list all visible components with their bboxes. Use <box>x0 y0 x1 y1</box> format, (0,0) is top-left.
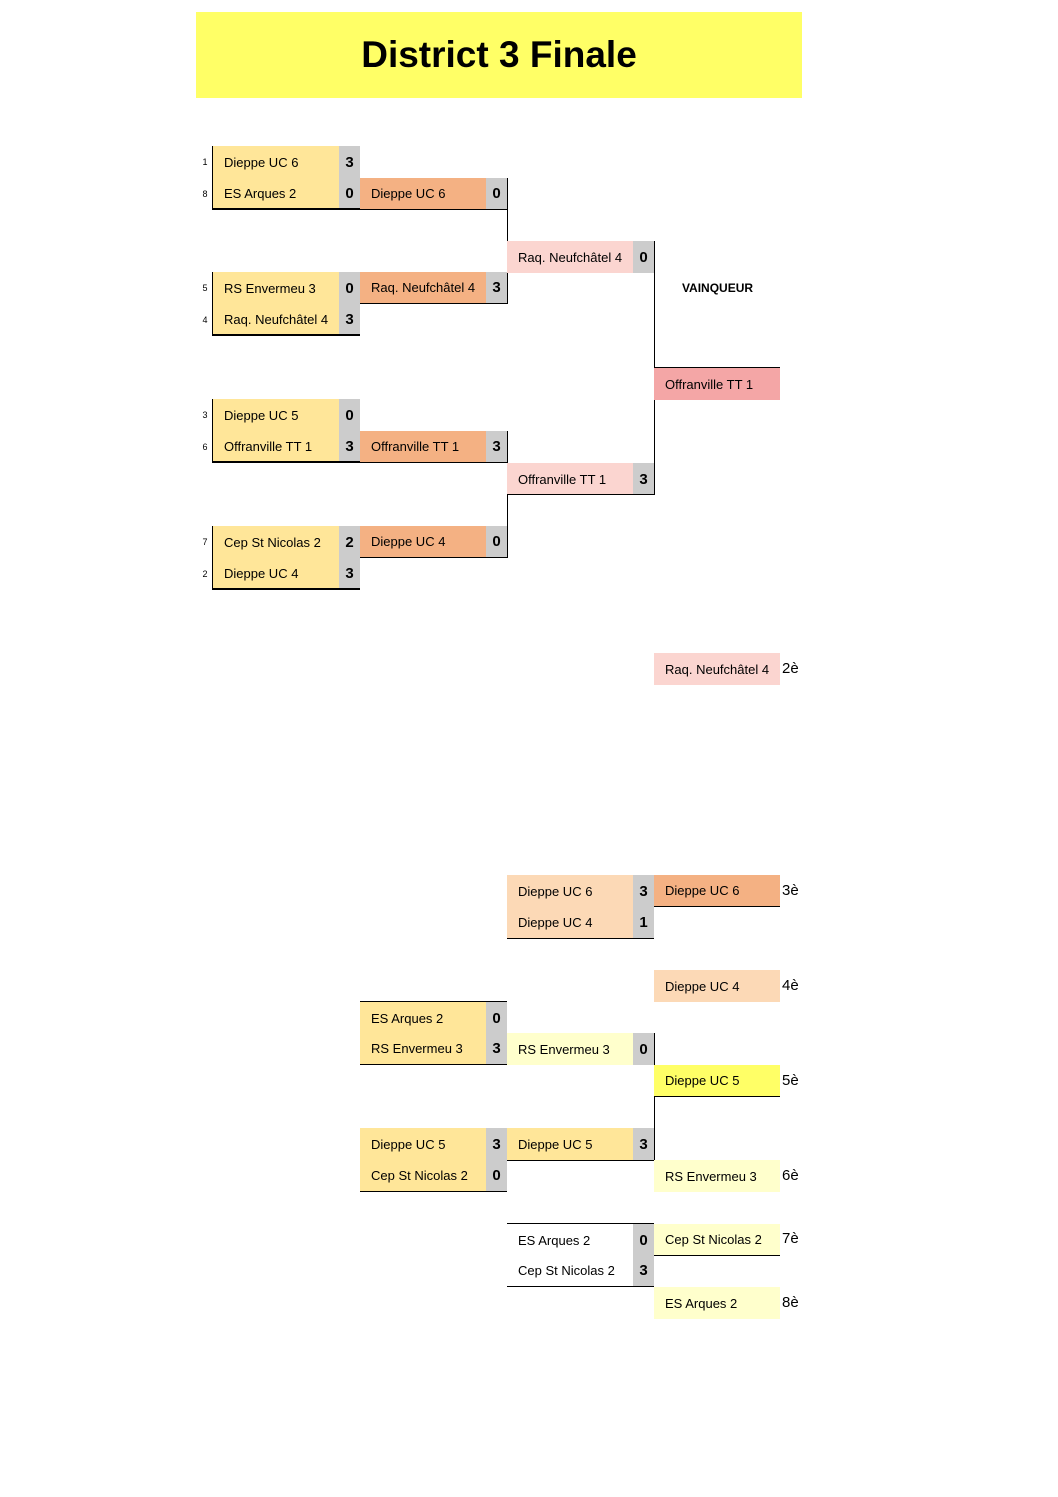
team-name: RS Envermeu 3 <box>360 1033 486 1065</box>
team-name: Dieppe UC 5 <box>507 1128 633 1160</box>
bracket-line <box>212 399 213 463</box>
bracket-line <box>212 526 213 590</box>
fourth-place-name: Dieppe UC 4 <box>654 970 780 1002</box>
team-name: Offranville TT 1 <box>507 463 633 495</box>
team-name: RS Envermeu 3 <box>507 1033 633 1065</box>
third-place-name: Dieppe UC 6 <box>654 875 780 907</box>
team-name: Raq. Neufchâtel 4 <box>213 304 339 336</box>
team-name: Dieppe UC 5 <box>213 399 339 431</box>
team-name: Dieppe UC 6 <box>360 178 486 210</box>
team-score: 3 <box>339 146 360 178</box>
team-score: 3 <box>633 875 654 907</box>
bracket-line <box>654 367 780 368</box>
second-place-name: Raq. Neufchâtel 4 <box>654 653 780 685</box>
bracket-line <box>507 1160 654 1161</box>
team-name: Offranville TT 1 <box>360 431 486 463</box>
team-score: 3 <box>633 1255 654 1287</box>
rank-label: 2è <box>782 660 799 677</box>
team-score: 3 <box>633 1128 654 1160</box>
team-name: Dieppe UC 5 <box>360 1128 486 1160</box>
team-score: 0 <box>633 1033 654 1065</box>
rank-label: 7è <box>782 1230 799 1247</box>
winner-name: Offranville TT 1 <box>654 368 780 400</box>
bracket-line <box>212 272 213 336</box>
seed-label: 3 <box>202 410 208 420</box>
page-title: District 3 Finale <box>361 34 637 75</box>
rank-label: 4è <box>782 977 799 994</box>
team-name: Raq. Neufchâtel 4 <box>507 241 633 273</box>
team-score: 3 <box>339 431 360 463</box>
team-score: 0 <box>486 1002 507 1034</box>
team-score: 3 <box>339 304 360 336</box>
team-name: ES Arques 2 <box>360 1002 486 1034</box>
seed-label: 4 <box>202 315 208 325</box>
bracket-line <box>212 146 213 210</box>
team-name: Offranville TT 1 <box>213 431 339 463</box>
team-score: 3 <box>486 1033 507 1065</box>
team-name: Dieppe UC 6 <box>507 875 633 907</box>
winner-label: VAINQUEUR <box>681 281 754 295</box>
team-name: Cep St Nicolas 2 <box>360 1160 486 1192</box>
team-score: 0 <box>633 1224 654 1256</box>
team-name: Dieppe UC 4 <box>507 907 633 939</box>
eighth-place-name: ES Arques 2 <box>654 1287 780 1319</box>
team-name: Dieppe UC 4 <box>213 558 339 590</box>
team-name: Cep St Nicolas 2 <box>507 1255 633 1287</box>
seed-label: 2 <box>202 569 208 579</box>
bracket-line <box>360 1001 507 1002</box>
seed-label: 7 <box>202 537 208 547</box>
bracket-line <box>507 494 654 495</box>
team-score: 1 <box>633 907 654 939</box>
rank-label: 8è <box>782 1294 799 1311</box>
seventh-place-name: Cep St Nicolas 2 <box>654 1224 780 1256</box>
team-score: 0 <box>633 241 654 273</box>
team-name: ES Arques 2 <box>213 178 339 210</box>
team-score: 2 <box>339 526 360 558</box>
team-name: Dieppe UC 6 <box>213 146 339 178</box>
rank-label: 6è <box>782 1167 799 1184</box>
team-name: ES Arques 2 <box>507 1224 633 1256</box>
seed-label: 8 <box>202 189 208 199</box>
team-score: 3 <box>486 431 507 463</box>
seed-label: 5 <box>202 283 208 293</box>
rank-label: 3è <box>782 882 799 899</box>
team-score: 3 <box>633 463 654 495</box>
seed-label: 1 <box>202 157 208 167</box>
team-score: 0 <box>486 178 507 210</box>
team-name: RS Envermeu 3 <box>213 272 339 304</box>
team-score: 0 <box>486 526 507 558</box>
team-score: 0 <box>339 399 360 431</box>
seed-label: 6 <box>202 442 208 452</box>
team-score: 3 <box>486 1128 507 1160</box>
team-score: 3 <box>339 558 360 590</box>
title-banner: District 3 Finale <box>196 12 802 98</box>
team-score: 0 <box>339 178 360 210</box>
team-score: 0 <box>486 1160 507 1192</box>
team-name: Cep St Nicolas 2 <box>213 526 339 558</box>
rank-label: 5è <box>782 1072 799 1089</box>
team-score: 0 <box>339 272 360 304</box>
bracket-line <box>507 1223 654 1224</box>
team-name: Dieppe UC 4 <box>360 526 486 558</box>
team-name: Raq. Neufchâtel 4 <box>360 272 486 304</box>
sixth-place-name: RS Envermeu 3 <box>654 1160 780 1192</box>
team-score: 3 <box>486 272 507 304</box>
fifth-place-name: Dieppe UC 5 <box>654 1065 780 1097</box>
